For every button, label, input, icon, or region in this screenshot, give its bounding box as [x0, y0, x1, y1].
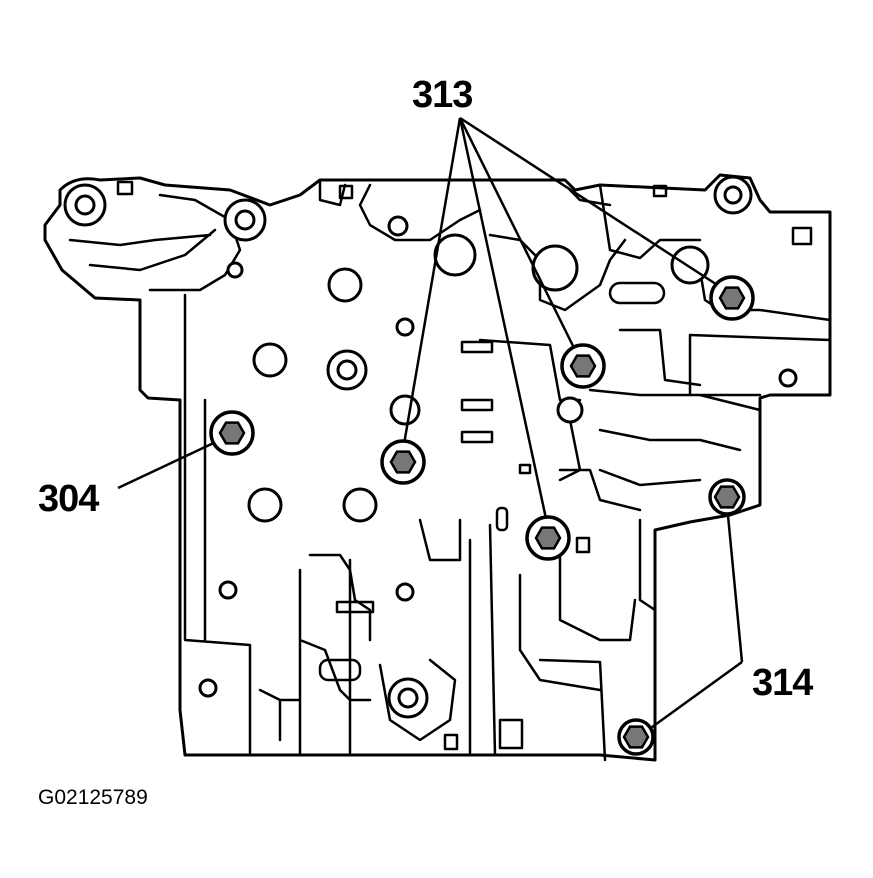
- hex-bolt-icon: [209, 410, 255, 456]
- figure-id: G02125789: [38, 786, 148, 809]
- slot: [443, 733, 459, 751]
- slot: [116, 180, 134, 196]
- hex-bolt-icon: [709, 275, 755, 321]
- hex-bolt-icon: [560, 343, 606, 389]
- hex-bolt-icon: [617, 718, 655, 756]
- slot: [608, 281, 666, 305]
- hex-bolt-icon: [708, 478, 746, 516]
- leader-lines: [117, 116, 744, 732]
- slot: [460, 398, 494, 412]
- slot: [652, 184, 668, 198]
- slot: [791, 226, 813, 246]
- slot: [460, 340, 494, 354]
- slot: [460, 430, 494, 444]
- slot: [318, 658, 362, 682]
- slot: [498, 718, 524, 750]
- slot: [335, 600, 375, 614]
- holes: [63, 175, 798, 719]
- slot: [575, 536, 591, 554]
- slot: [518, 463, 532, 475]
- slot: [338, 184, 354, 200]
- slot: [495, 506, 509, 532]
- callout-314: 314: [752, 662, 813, 704]
- callout-304: 304: [38, 478, 99, 520]
- hex-bolt-icon: [380, 439, 426, 485]
- hex-bolt-icon: [525, 515, 571, 561]
- callout-313: 313: [412, 74, 473, 116]
